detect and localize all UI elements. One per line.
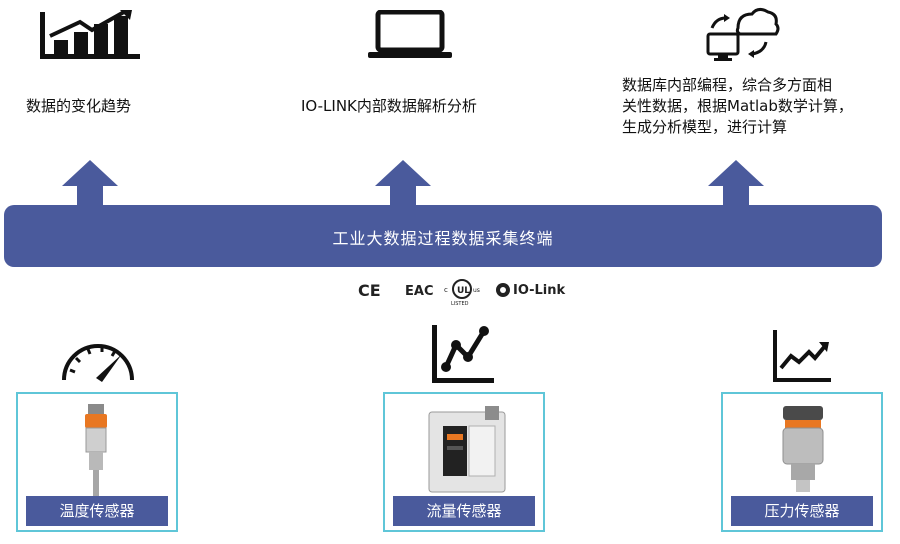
rising-trend-icon xyxy=(773,330,831,382)
pressure-sensor-image xyxy=(779,406,827,494)
io-link-analysis-label: IO-LINK内部数据解析分析 xyxy=(301,97,477,115)
flow-sensor-label: 流量传感器 xyxy=(393,496,535,526)
ce-mark: CE xyxy=(358,281,381,300)
matlab-analysis-line-1: 数据库内部编程，综合多方面相 xyxy=(622,76,833,94)
svg-text:UL: UL xyxy=(457,286,470,296)
temperature-sensor-image xyxy=(76,404,116,500)
io-link-mark: IO-Link xyxy=(513,283,566,298)
culus-listed-mark: UL c us LISTED xyxy=(440,278,486,306)
data-collection-terminal-bar: 工业大数据过程数据采集终端 xyxy=(4,205,882,267)
line-graph-icon xyxy=(432,325,494,383)
laptop-icon xyxy=(368,10,452,58)
cloud-sync-computer-icon xyxy=(704,6,780,64)
svg-text:LISTED: LISTED xyxy=(451,301,469,306)
matlab-analysis-label: 数据库内部编程，综合多方面相 关性数据，根据Matlab数学计算， 生成分析模型… xyxy=(622,75,853,138)
temperature-sensor-label: 温度传感器 xyxy=(26,496,168,526)
matlab-analysis-line-3: 生成分析模型，进行计算 xyxy=(622,118,788,136)
temperature-sensor-card: 温度传感器 xyxy=(16,392,178,532)
bar-label: 工业大数据过程数据采集终端 xyxy=(332,229,554,248)
bar-chart-trend-icon xyxy=(40,10,140,60)
io-link-logo-icon xyxy=(495,282,511,298)
matlab-analysis-line-2: 关性数据，根据Matlab数学计算， xyxy=(622,97,853,115)
eac-mark: EAC xyxy=(405,284,434,299)
trend-label: 数据的变化趋势 xyxy=(26,97,132,115)
pressure-sensor-card: 压力传感器 xyxy=(721,392,883,532)
svg-text:c: c xyxy=(444,286,448,294)
gauge-icon xyxy=(60,340,136,382)
svg-text:us: us xyxy=(473,287,480,294)
flow-sensor-image xyxy=(425,406,509,496)
flow-sensor-card: 流量传感器 xyxy=(383,392,545,532)
pressure-sensor-label: 压力传感器 xyxy=(731,496,873,526)
